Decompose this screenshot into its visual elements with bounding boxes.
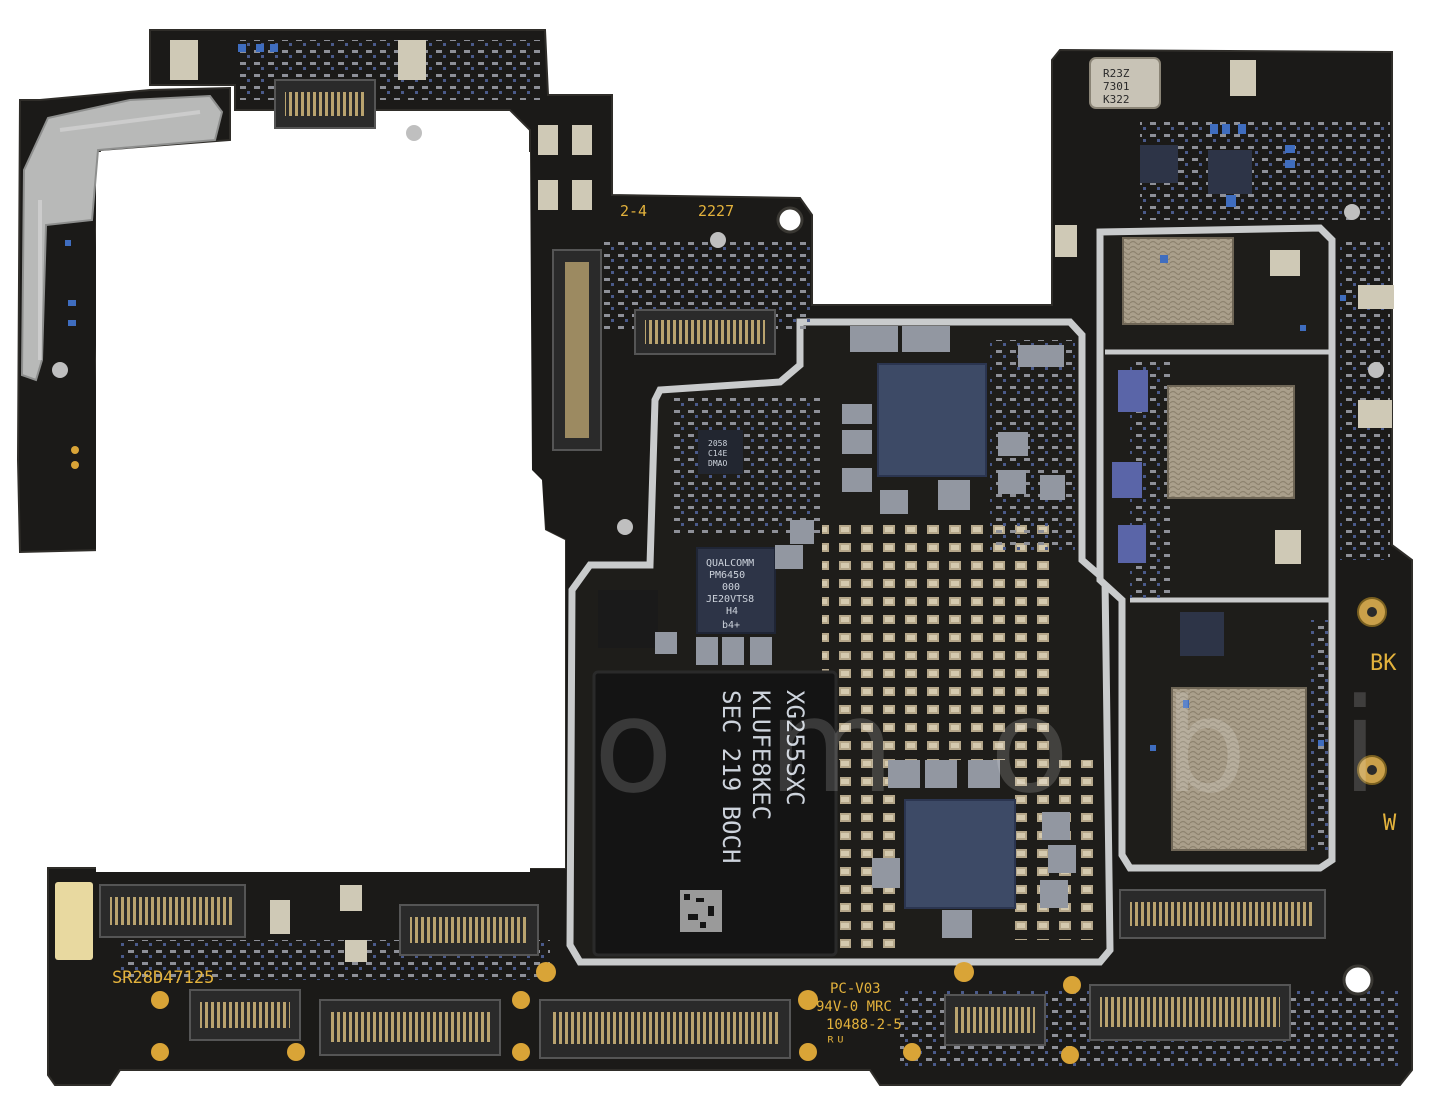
ic-right-2 — [1208, 150, 1252, 194]
memory-chip — [592, 670, 838, 957]
silk-part-no: 10488-2-5 — [826, 1017, 902, 1033]
rf-shield-can-2 — [1167, 385, 1295, 499]
soc-chip-blue-1 — [877, 363, 987, 477]
svg-text:SEC 219 BOCH: SEC 219 BOCH — [717, 690, 745, 863]
crystal-oscillator — [1089, 57, 1161, 109]
svg-text:C14E: C14E — [708, 449, 727, 458]
svg-text:7301: 7301 — [1103, 80, 1130, 93]
rf-shield-can-1 — [1122, 237, 1234, 325]
fpc-connectors — [99, 79, 1326, 1059]
memory-marking: SEC 219 BOCH KLUFE8KEC XG255SXC — [717, 690, 809, 863]
svg-text:DMAO: DMAO — [708, 459, 727, 468]
passive-components — [655, 326, 1076, 938]
silk-antenna-w: W — [1383, 811, 1397, 836]
svg-text:K322: K322 — [1103, 93, 1130, 106]
svg-text:000: 000 — [722, 582, 740, 593]
connector-bottom-8 — [1089, 984, 1291, 1041]
connector-bottom-6 — [944, 994, 1046, 1046]
silk-antenna-bk: BK — [1370, 651, 1397, 676]
rf-shield-can-3 — [1171, 687, 1307, 851]
soc-chip-blue-2 — [904, 799, 1016, 909]
silk-board-code: 2-4 — [620, 202, 647, 220]
svg-text:2058: 2058 — [708, 439, 727, 448]
connector-bottom-1 — [99, 884, 246, 938]
connector-bottom-2 — [399, 904, 539, 956]
svg-text:XG255SXC: XG255SXC — [781, 690, 809, 806]
connector-bottom-4 — [319, 999, 501, 1056]
small-ic-marking: 2058 C14E DMAO — [708, 439, 727, 468]
svg-text:b4+: b4+ — [722, 620, 740, 631]
connector-top-2 — [634, 309, 776, 355]
mount-hole-2 — [1342, 964, 1374, 996]
connector-bottom-3 — [189, 989, 301, 1041]
gold-test-pads — [55, 40, 1394, 1064]
svg-text:H4: H4 — [726, 606, 738, 617]
mount-hole-1 — [776, 206, 804, 234]
connector-top-1 — [274, 79, 376, 129]
silk-serial: SR28D47125 — [112, 968, 214, 988]
oscillator-marking: R23Z 7301 K322 — [1103, 67, 1130, 106]
silk-date-code: 2227 — [698, 202, 734, 220]
blue-capacitors — [65, 44, 1346, 751]
small-ic-chip — [698, 430, 743, 474]
connector-vertical — [552, 249, 602, 451]
metal-bracket — [20, 94, 224, 382]
silk-pcb-rev: PC-V03 — [830, 981, 881, 997]
ic-right-3 — [1180, 612, 1224, 656]
connector-bottom-7 — [1119, 889, 1326, 939]
silk-ul-mark: ᴿᵁ — [826, 1033, 845, 1052]
pmic-chip — [696, 547, 776, 634]
coax-connectors — [52, 125, 1387, 785]
svg-text:QUALCOMM: QUALCOMM — [706, 558, 754, 569]
svg-text:PM6450: PM6450 — [709, 570, 745, 581]
ic-right-1 — [1140, 145, 1178, 183]
connector-bottom-5 — [539, 999, 791, 1059]
silk-flammability: 94V-0 MRC — [816, 999, 892, 1015]
pmic-marking: QUALCOMM PM6450 000 JE20VTS8 H4 b4+ — [706, 558, 754, 631]
svg-text:KLUFE8KEC: KLUFE8KEC — [747, 690, 775, 820]
svg-text:R23Z: R23Z — [1103, 67, 1130, 80]
svg-text:JE20VTS8: JE20VTS8 — [706, 594, 754, 605]
